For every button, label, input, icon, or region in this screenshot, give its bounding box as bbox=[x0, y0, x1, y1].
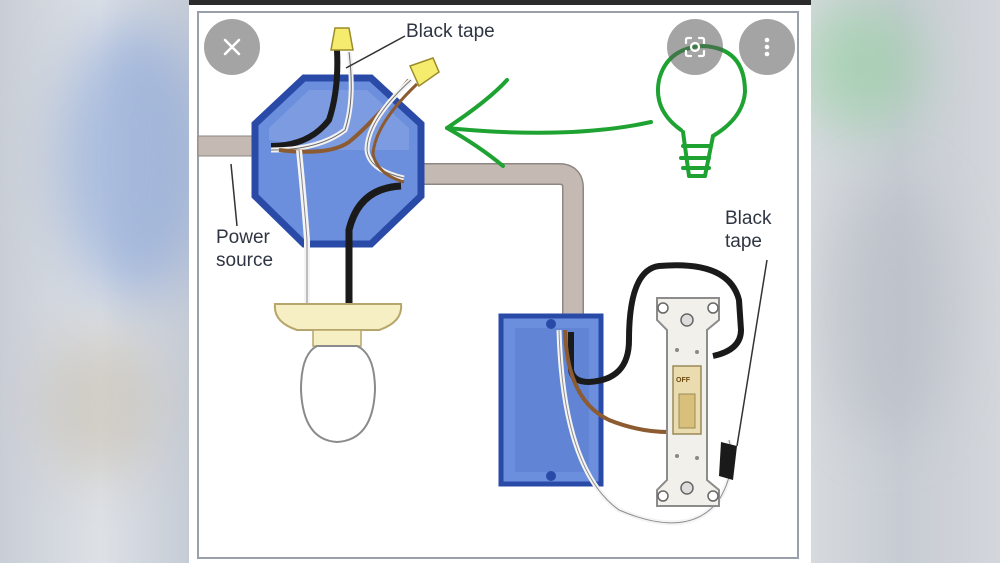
wiring-diagram-svg bbox=[197, 11, 799, 559]
copper-wire-switch-ground bbox=[563, 329, 670, 434]
top-edge-bar bbox=[189, 0, 811, 5]
switch-dot-2 bbox=[695, 350, 699, 354]
green-arrow-head bbox=[445, 78, 509, 168]
more-options-button[interactable] bbox=[739, 19, 795, 75]
label-black-tape-right: Black tape bbox=[725, 208, 772, 252]
green-bulb-base bbox=[679, 130, 715, 178]
switch-screw-bottom bbox=[680, 481, 694, 495]
switch-conduit bbox=[409, 164, 583, 318]
light-socket bbox=[273, 303, 403, 331]
switch-box-screw-bottom bbox=[546, 471, 556, 481]
lens-search-button[interactable] bbox=[667, 19, 723, 75]
more-vert-icon bbox=[764, 37, 770, 57]
black-wire-light bbox=[345, 182, 402, 306]
white-wire-edge bbox=[270, 51, 352, 151]
wire-nut-top bbox=[330, 27, 354, 51]
label-power-source: Power source bbox=[216, 227, 274, 271]
diagram-border bbox=[197, 11, 799, 559]
switch-mount-hole-tr bbox=[707, 302, 719, 314]
switch-box-screw-top bbox=[546, 319, 556, 329]
switch-dot-1 bbox=[675, 348, 679, 352]
switch-mount-hole-bl bbox=[657, 490, 669, 502]
black-tape-leader-right bbox=[736, 259, 768, 447]
black-wire-top bbox=[270, 49, 341, 149]
wire-nut-right bbox=[408, 57, 440, 88]
junction-box-highlight bbox=[269, 90, 409, 150]
background-blur-brown bbox=[40, 330, 160, 480]
green-arrow-shaft bbox=[445, 120, 653, 135]
close-button[interactable] bbox=[204, 19, 260, 75]
label-black-tape-top: Black tape bbox=[406, 21, 495, 42]
background-blur-blue bbox=[60, 20, 210, 300]
switch-toggle bbox=[678, 393, 696, 429]
power-source-leader bbox=[230, 163, 238, 227]
black-tape-on-white bbox=[719, 442, 737, 480]
wiring-diagram-image[interactable]: Black tape Power source Black tape OFF bbox=[189, 0, 811, 563]
close-icon bbox=[223, 38, 241, 56]
switch-conduit-outline bbox=[409, 163, 584, 318]
switch-mount-hole-tl bbox=[657, 302, 669, 314]
light-socket-neck bbox=[312, 329, 362, 347]
lens-icon bbox=[684, 36, 706, 58]
white-wire-switch-loop-edge bbox=[558, 329, 732, 524]
background-blur-green bbox=[800, 0, 920, 130]
switch-mount-hole-br bbox=[707, 490, 719, 502]
black-tape-leader-top bbox=[345, 35, 406, 69]
background-blur-gray bbox=[830, 180, 950, 440]
light-bulb bbox=[299, 345, 377, 444]
white-wire-light-edge bbox=[298, 149, 308, 306]
switch-off-text: OFF bbox=[676, 377, 690, 384]
switch-dot-3 bbox=[675, 454, 679, 458]
black-wire-switch-loop bbox=[568, 262, 745, 386]
copper-wire-switch bbox=[371, 82, 419, 184]
switch-screw-top bbox=[680, 313, 694, 327]
switch-dot-4 bbox=[695, 456, 699, 460]
